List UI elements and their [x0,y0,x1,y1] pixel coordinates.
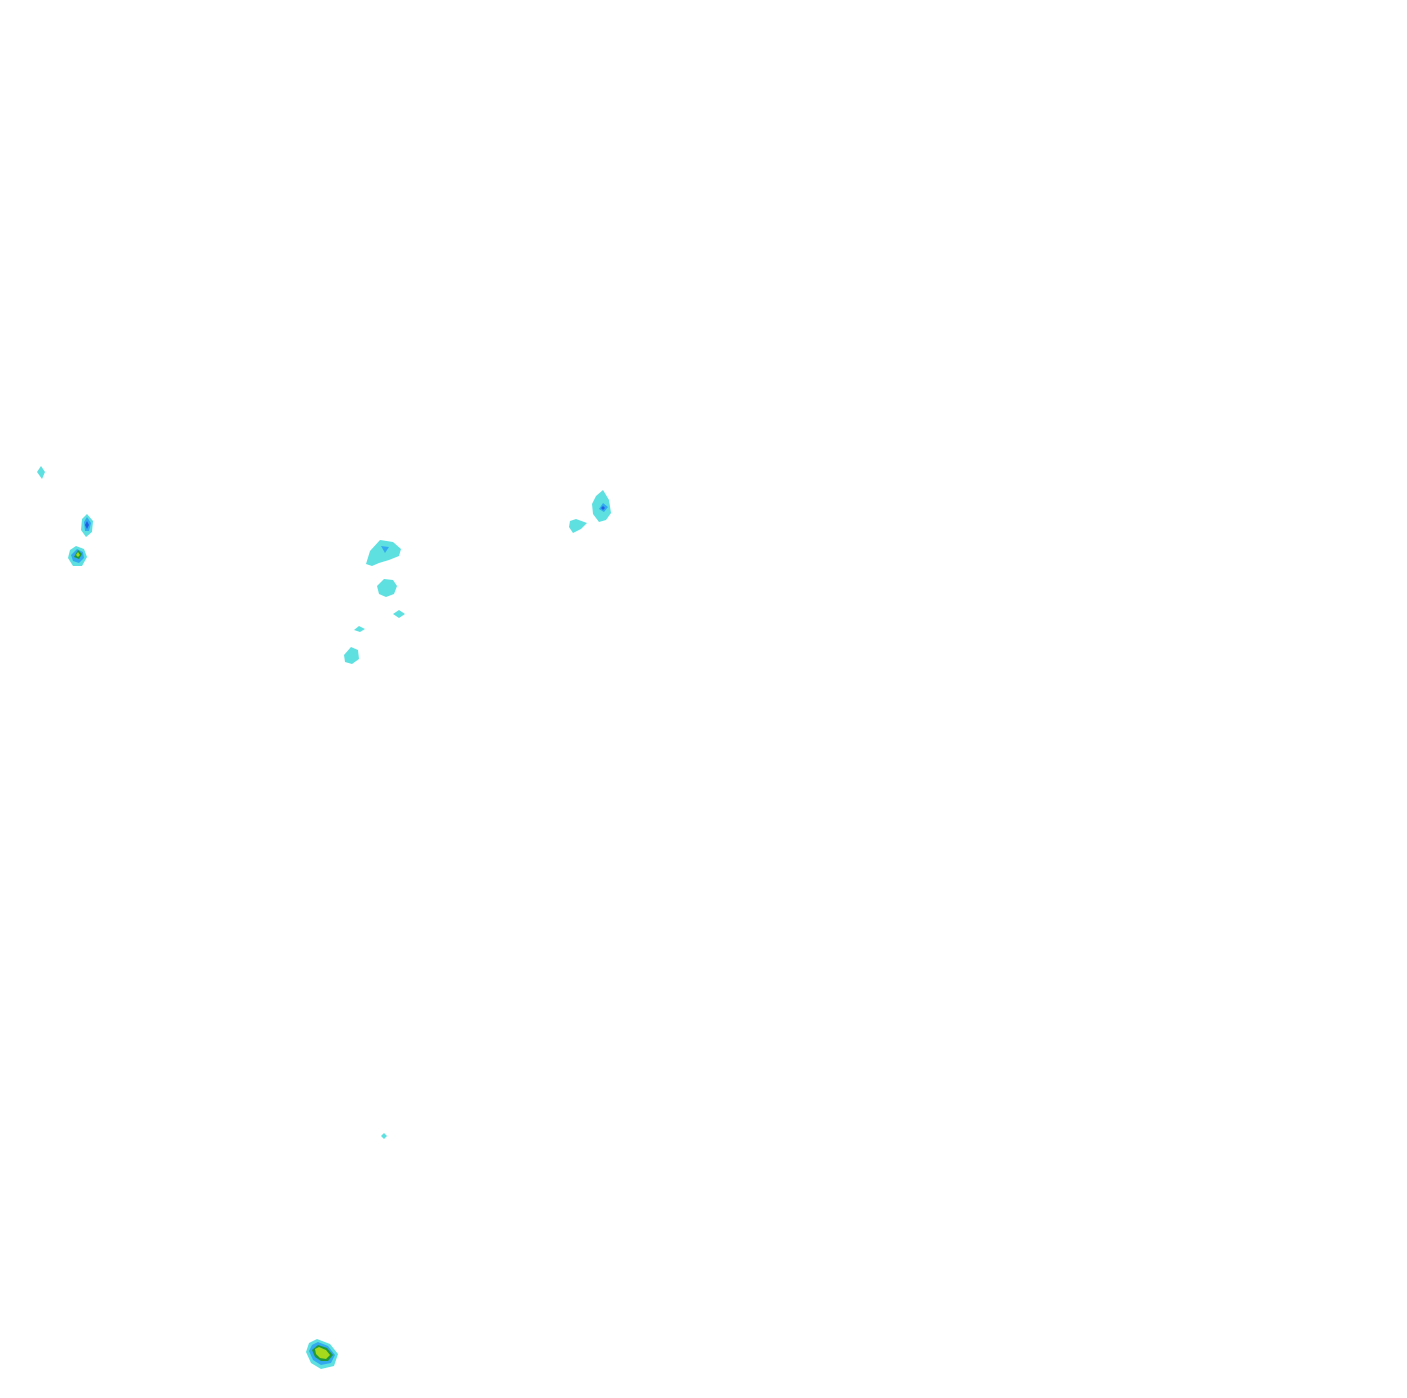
contour-fill [344,647,359,664]
contour-blob [381,1133,387,1139]
contour-blob [592,490,611,522]
contour-blob [306,1339,338,1369]
contour-fill [569,519,587,533]
contour-fill [377,579,397,597]
contour-fill [85,521,89,529]
contour-fill [315,1347,330,1359]
contour-blob [81,514,93,537]
contour-blob [344,647,359,664]
contour-blob [393,610,405,618]
contour-fill [366,540,401,566]
contour-blob [569,519,587,533]
contour-fill [381,546,389,553]
contour-fill [76,552,80,557]
contour-blob [366,540,401,566]
contour-blob [37,466,45,479]
contour-fill [601,506,605,510]
contour-blob [354,626,365,632]
contour-fill [354,626,365,632]
contour-blob [68,546,87,566]
contour-fill [393,610,405,618]
contour-blob [377,579,397,597]
contour-fill [381,1133,387,1139]
contour-fill [37,466,45,479]
